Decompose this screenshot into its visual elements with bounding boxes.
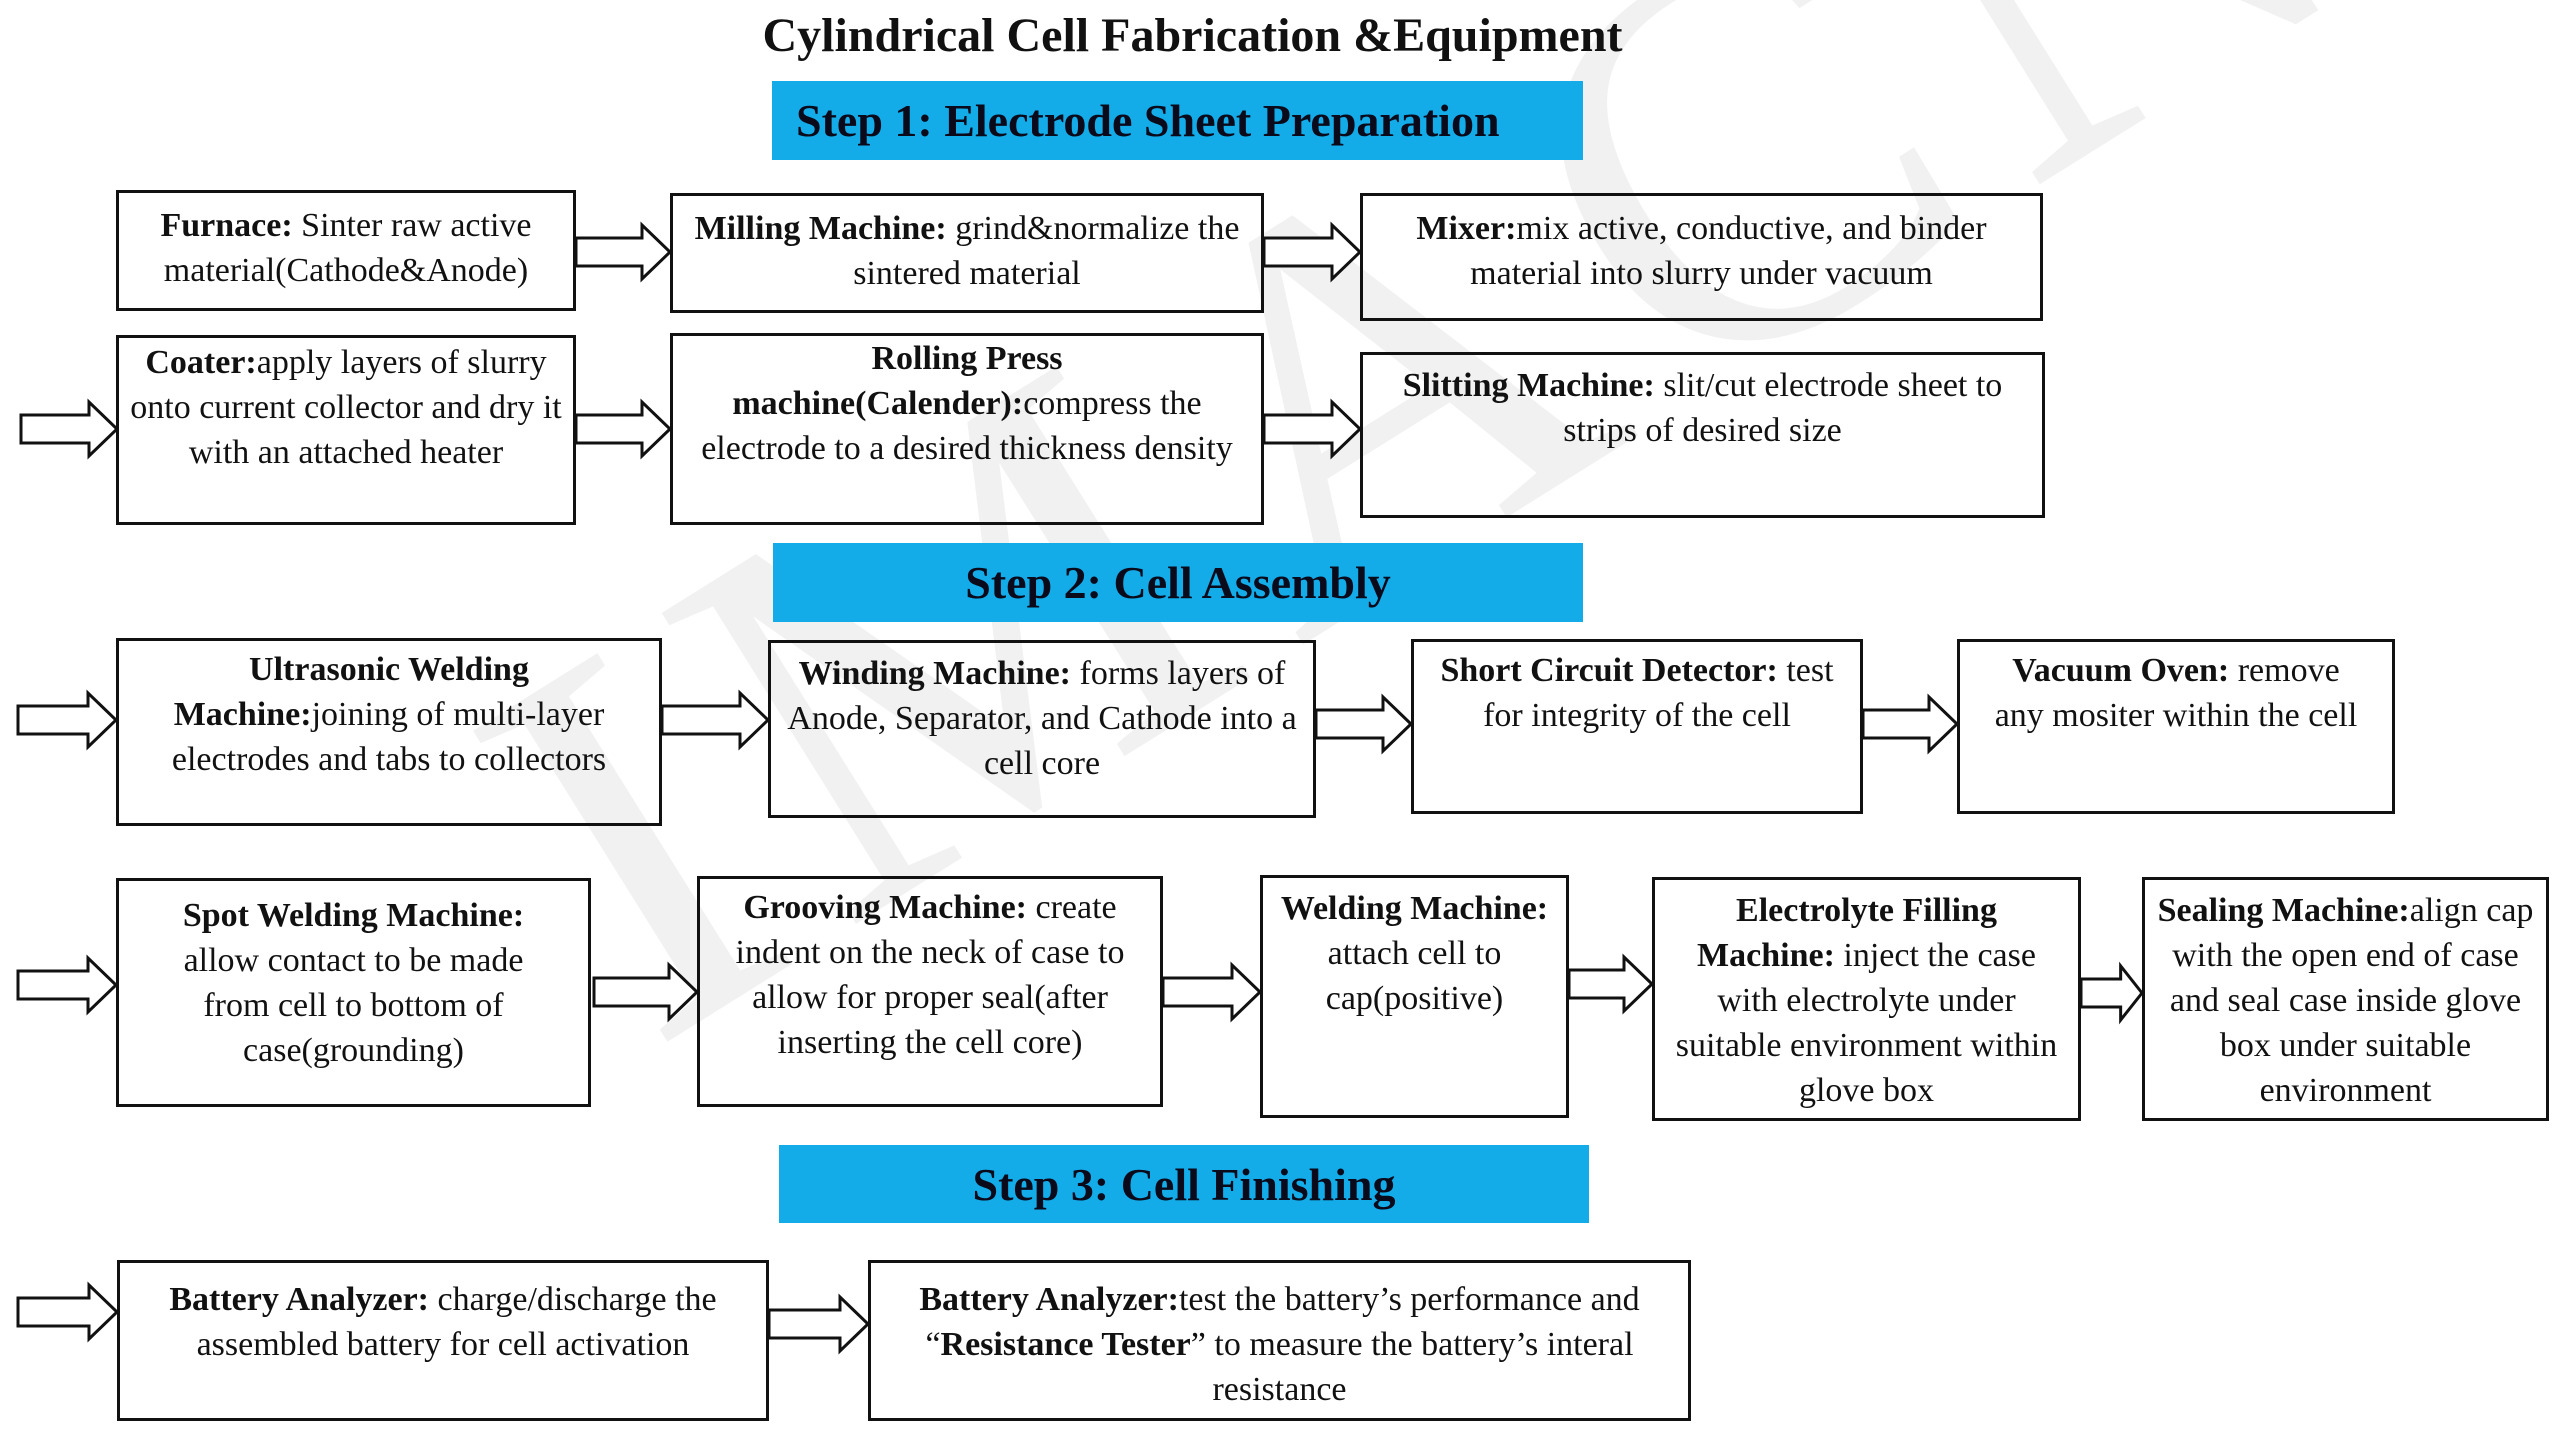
box-heading: Battery Analyzer: bbox=[919, 1281, 1179, 1318]
arrow-into-analyzer bbox=[16, 1281, 120, 1343]
spot-welding-box: Spot Welding Machine: allow contact to b… bbox=[116, 878, 591, 1107]
box-heading: Welding Machine: bbox=[1280, 890, 1549, 927]
box-heading: Battery Analyzer: bbox=[169, 1281, 429, 1318]
arrow-electrolyte-to-sealing bbox=[2079, 961, 2144, 1025]
arrow-furnace-to-milling bbox=[574, 221, 673, 283]
welding-box: Welding Machine: attach cell to cap(posi… bbox=[1260, 875, 1569, 1118]
box-description: allow contact to be made from cell to bo… bbox=[183, 942, 524, 1069]
box-description: align cap with the open end of case and … bbox=[2169, 892, 2534, 1109]
box-description: slit/cut electrode sheet to strips of de… bbox=[1563, 367, 2003, 449]
box-description: charge/discharge the assembled battery f… bbox=[196, 1281, 717, 1363]
box-heading: Mixer: bbox=[1416, 210, 1517, 247]
box-description: compress the electrode to a desired thic… bbox=[701, 385, 1233, 467]
arrow-ultrasonic-to-winding bbox=[660, 689, 771, 751]
box-description: forms layers of Anode, Separator, and Ca… bbox=[787, 655, 1297, 782]
step-3-label: Step 3: Cell Finishing bbox=[972, 1158, 1396, 1210]
box-heading: Slitting Machine: bbox=[1402, 367, 1655, 404]
arrow-into-coater bbox=[19, 398, 120, 460]
arrow-into-spot-welding bbox=[16, 954, 119, 1016]
battery-analyzer-activation-box: Battery Analyzer: charge/discharge the a… bbox=[117, 1260, 769, 1421]
diagram-title: Cylindrical Cell Fabrication &Equipment bbox=[762, 9, 1623, 62]
box-heading: Short Circuit Detector: bbox=[1440, 652, 1778, 689]
grooving-box: Grooving Machine: create indent on the n… bbox=[697, 876, 1163, 1107]
box-description: create indent on the neck of case to all… bbox=[735, 889, 1125, 1061]
sealing-box: Sealing Machine:align cap with the open … bbox=[2142, 877, 2549, 1121]
step-2-banner: Step 2: Cell Assembly bbox=[773, 543, 1583, 622]
box-description: ” to measure the battery’s interal resis… bbox=[1190, 1326, 1634, 1408]
box-heading: Coater: bbox=[145, 344, 257, 381]
arrow-grooving-to-welding bbox=[1161, 961, 1263, 1023]
arrow-milling-to-mixer bbox=[1262, 221, 1363, 283]
box-heading: Spot Welding Machine: bbox=[182, 897, 525, 934]
box-description: apply layers of slurry onto current coll… bbox=[130, 344, 562, 471]
vacuum-oven-box: Vacuum Oven: remove any mositer within t… bbox=[1957, 639, 2395, 814]
box-heading: Winding Machine: bbox=[798, 655, 1072, 692]
box-heading: Electrolyte Filling Machine: bbox=[1697, 892, 1997, 974]
battery-analyzer-performance-box: Battery Analyzer:test the battery’s perf… bbox=[868, 1260, 1691, 1421]
arrow-into-ultrasonic bbox=[16, 689, 119, 751]
arrow-rolling-to-slitting bbox=[1262, 398, 1363, 460]
box-description: test for integrity of the cell bbox=[1483, 652, 1834, 734]
box-heading: Grooving Machine: bbox=[743, 889, 1027, 926]
step-3-banner: Step 3: Cell Finishing bbox=[779, 1145, 1589, 1223]
resistance-tester-label: Resistance Tester bbox=[940, 1326, 1191, 1363]
arrow-spot-to-grooving bbox=[592, 961, 700, 1023]
step-2-label: Step 2: Cell Assembly bbox=[965, 557, 1391, 608]
ultrasonic-welding-box: Ultrasonic Welding Machine:joining of mu… bbox=[116, 638, 662, 826]
electrolyte-filling-box: Electrolyte Filling Machine: inject the … bbox=[1652, 877, 2081, 1121]
box-description: attach cell to cap(positive) bbox=[1325, 935, 1504, 1017]
arrow-analyzer-to-performance bbox=[767, 1293, 871, 1355]
rolling-press-box: Rolling Press machine(Calender):compress… bbox=[670, 333, 1264, 525]
box-description: remove any mositer within the cell bbox=[1994, 652, 2358, 734]
box-description: joining of multi-layer electrodes and ta… bbox=[171, 696, 607, 778]
box-description: grind&normalize the sintered material bbox=[853, 210, 1240, 292]
slitting-box: Slitting Machine: slit/cut electrode she… bbox=[1360, 352, 2045, 518]
arrow-welding-to-electrolyte bbox=[1567, 953, 1655, 1015]
step-1-label: Step 1: Electrode Sheet Preparation bbox=[796, 95, 1500, 146]
winding-box: Winding Machine: forms layers of Anode, … bbox=[768, 640, 1316, 818]
arrow-coater-to-rolling bbox=[574, 398, 673, 460]
box-heading: Milling Machine: bbox=[694, 210, 947, 247]
box-description: mix active, conductive, and binder mater… bbox=[1470, 210, 1987, 292]
mixer-box: Mixer:mix active, conductive, and binder… bbox=[1360, 193, 2043, 321]
box-heading: Vacuum Oven: bbox=[2012, 652, 2230, 689]
furnace-box: Furnace: Sinter raw active material(Cath… bbox=[116, 190, 576, 311]
arrow-short-circuit-to-vacuum bbox=[1861, 693, 1960, 755]
box-description: inject the case with electrolyte under s… bbox=[1675, 937, 2058, 1109]
box-description: test the battery’s performance and “ bbox=[925, 1281, 1640, 1363]
milling-box: Milling Machine: grind&normalize the sin… bbox=[670, 193, 1264, 313]
box-heading: Sealing Machine: bbox=[2157, 892, 2410, 929]
box-heading: Rolling Press machine(Calender): bbox=[732, 340, 1063, 422]
coater-box: Coater:apply layers of slurry onto curre… bbox=[116, 335, 576, 525]
short-circuit-detector-box: Short Circuit Detector: test for integri… bbox=[1411, 639, 1863, 814]
box-heading: Furnace: bbox=[160, 207, 293, 244]
box-heading: Ultrasonic Welding Machine: bbox=[173, 651, 529, 733]
step-1-banner: Step 1: Electrode Sheet Preparation bbox=[772, 81, 1583, 160]
box-description: Sinter raw active material(Cathode&Anode… bbox=[163, 207, 532, 289]
arrow-winding-to-short-circuit bbox=[1314, 693, 1414, 755]
